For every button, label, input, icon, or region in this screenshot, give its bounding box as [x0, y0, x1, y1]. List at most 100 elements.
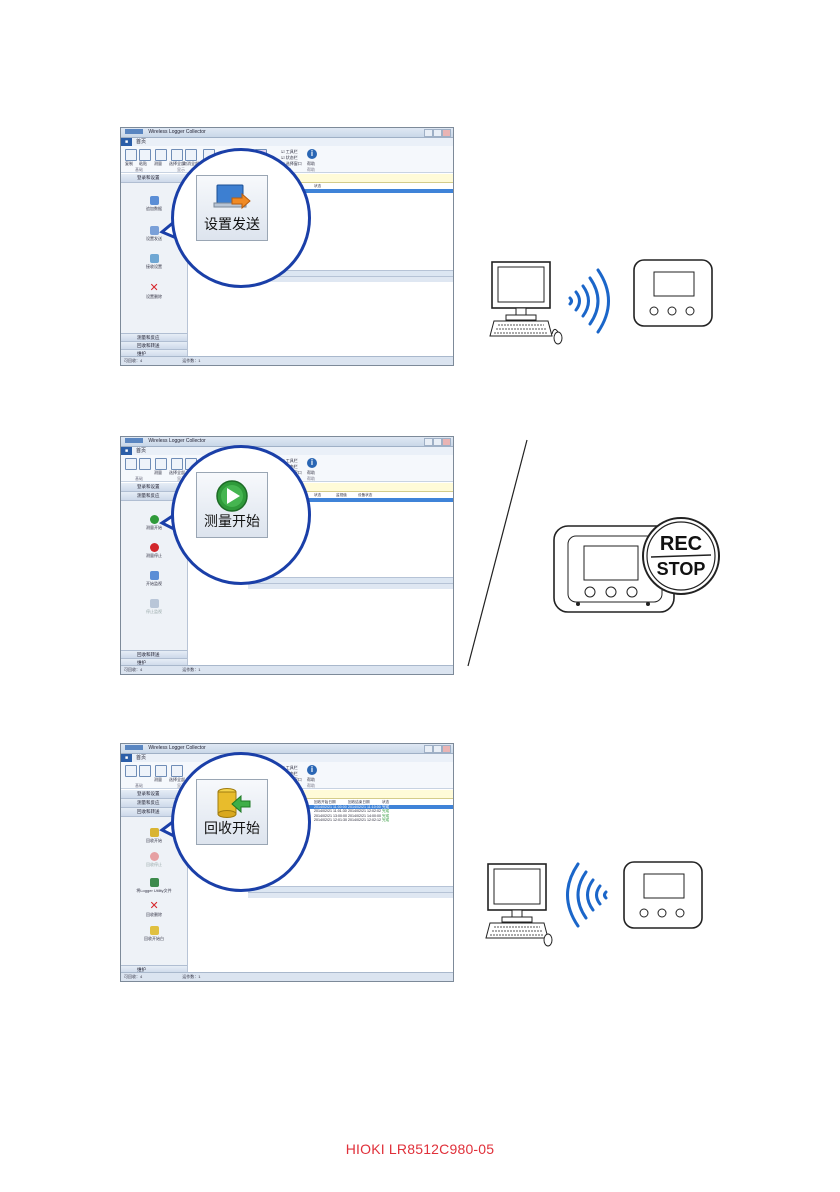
ribbon-group-help: 帮助	[307, 783, 315, 788]
ribbon-group-help: 帮助	[307, 476, 315, 481]
app-title: Wireless Logger Collector	[148, 129, 206, 135]
ribbon-label-measure: 测量	[154, 161, 162, 166]
divider-line	[467, 439, 528, 667]
ribbon-label-select-all: 选择全部	[169, 470, 185, 475]
sidebar-section-collect[interactable]: 回收和转送	[121, 650, 187, 658]
sidebar-section-measure[interactable]: 测量和反应	[121, 333, 187, 341]
ribbon-label-help: 帮助	[307, 470, 315, 475]
collect-start-button[interactable]: 回收开始	[196, 779, 268, 845]
zoom-callout: 回收开始	[171, 752, 311, 892]
sidebar-item-collect-stop[interactable]: 回收停止	[121, 852, 187, 868]
ribbon-label-deselect-all: 取消全部	[183, 161, 199, 166]
app-title: Wireless Logger Collector	[148, 745, 206, 751]
ribbon-label-select-all: 选择全部	[169, 777, 185, 782]
sidebar-item-collect-start-white[interactable]: 回收开始白	[121, 926, 187, 942]
sidebar-item-collect-start[interactable]: 回收开始	[121, 828, 187, 844]
send-settings-button[interactable]: 设置发送	[196, 175, 268, 241]
sidebar-section-maintenance[interactable]: 维护	[121, 658, 187, 666]
maximize-button[interactable]	[433, 745, 442, 753]
ribbon-label-help: 帮助	[307, 777, 315, 782]
measure-icon[interactable]	[155, 765, 167, 777]
info-icon[interactable]: i	[307, 149, 317, 159]
quick-access-toolbar[interactable]	[125, 438, 143, 444]
sidebar-section-settings[interactable]: 登录和设置	[121, 174, 187, 183]
ribbon-group-basic: 基础	[135, 476, 143, 481]
database-arrow-icon	[217, 788, 251, 818]
select-all-icon[interactable]	[171, 458, 183, 470]
sidebar-item-start-monitor[interactable]: 开始监视	[121, 571, 187, 587]
tab-home[interactable]: 首页	[136, 448, 147, 454]
quick-access-toolbar[interactable]	[125, 745, 143, 751]
statusbar-checkbox[interactable]: ☑ 状态栏	[281, 155, 298, 160]
maximize-button[interactable]	[433, 438, 442, 446]
title-bar: Wireless Logger Collector	[121, 437, 453, 447]
paste-icon[interactable]	[139, 765, 151, 777]
sidebar-section-maintenance[interactable]: 维护	[121, 349, 187, 357]
delete-icon: ✕	[149, 282, 159, 294]
maximize-button[interactable]	[433, 129, 442, 137]
sidebar-item-measure-stop[interactable]: 测量停止	[121, 543, 187, 559]
play-icon	[216, 480, 248, 512]
select-all-icon[interactable]	[171, 149, 183, 161]
stop-label: STOP	[657, 559, 706, 579]
sidebar-section-collect[interactable]: 回收和转送	[121, 341, 187, 349]
info-icon[interactable]: i	[307, 458, 317, 468]
deselect-all-icon[interactable]	[185, 149, 197, 161]
toolbar-checkbox[interactable]: ☑ 工具栏	[281, 149, 298, 154]
close-button[interactable]	[442, 745, 451, 753]
ribbon-group-basic: 基础	[135, 783, 143, 788]
stop-icon	[149, 543, 159, 552]
splitter[interactable]	[248, 577, 453, 584]
select-all-icon[interactable]	[171, 765, 183, 777]
sidebar-item-send-settings[interactable]: 设置发送	[121, 226, 187, 242]
document-code: HIOKI LR8512C980-05	[345, 1141, 495, 1157]
monitor-stop-icon	[149, 599, 159, 608]
file-menu[interactable]: ■	[121, 754, 133, 762]
menu-tabs: ■首页	[121, 754, 453, 762]
copy-icon[interactable]	[125, 765, 137, 777]
sidebar-section-collect[interactable]: 回收和转送	[121, 808, 187, 817]
sidebar-item-stop-monitor[interactable]: 停止监视	[121, 599, 187, 615]
quick-access-toolbar[interactable]	[125, 129, 143, 135]
sidebar-section-maintenance[interactable]: 维护	[121, 965, 187, 973]
measure-icon[interactable]	[155, 458, 167, 470]
logger-rec-stop-illustration: REC STOP	[553, 517, 720, 613]
copy-icon[interactable]	[125, 458, 137, 470]
close-button[interactable]	[442, 438, 451, 446]
tab-home[interactable]: 首页	[136, 755, 147, 761]
file-menu[interactable]: ■	[121, 138, 133, 146]
info-icon[interactable]: i	[307, 765, 317, 775]
collect-start-label: 回收开始	[204, 821, 260, 837]
sidebar-section-settings[interactable]: 登录和设置	[121, 790, 187, 799]
splitter[interactable]	[248, 270, 453, 277]
minimize-button[interactable]	[424, 745, 433, 753]
title-bar: Wireless Logger Collector	[121, 128, 453, 138]
paste-icon[interactable]	[139, 458, 151, 470]
sidebar-item-collect-delete[interactable]: ✕回收删除	[146, 900, 162, 918]
copy-icon[interactable]	[125, 149, 137, 161]
minimize-button[interactable]	[424, 438, 433, 446]
send-settings-label: 设置发送	[204, 217, 260, 233]
minimize-button[interactable]	[424, 129, 433, 137]
paste-icon[interactable]	[139, 149, 151, 161]
sidebar-item-logger-utility[interactable]: 将Logger Utility文件	[121, 878, 187, 894]
measure-icon[interactable]	[155, 149, 167, 161]
main-area: 登录机 序号识别名称数据数回收开始日期回收结束日期状态 200002102000…	[188, 790, 453, 973]
monitor-icon	[149, 571, 159, 580]
sidebar-section-measure[interactable]: 测量和反应	[121, 492, 187, 501]
sidebar-section-measure[interactable]: 测量和反应	[121, 799, 187, 808]
measure-start-button[interactable]: 测量开始	[196, 472, 268, 538]
zoom-callout: 测量开始	[171, 445, 311, 585]
sidebar-item-delete-settings[interactable]: ✕设置删除	[146, 282, 162, 300]
sidebar-section-settings[interactable]: 登录和设置	[121, 483, 187, 492]
ribbon-group-help: 帮助	[307, 167, 315, 172]
sidebar-item-add-data[interactable]: 追加数据	[121, 196, 187, 212]
sidebar-item-measure-start[interactable]: 测量开始	[121, 515, 187, 531]
sidebar-item-receive-settings[interactable]: 接收设置	[121, 254, 187, 270]
file-menu[interactable]: ■	[121, 447, 133, 455]
wireless-waves-icon	[566, 862, 608, 928]
ribbon-label-select-all: 选择全部	[169, 161, 185, 166]
splitter[interactable]	[248, 886, 453, 893]
close-button[interactable]	[442, 129, 451, 137]
tab-home[interactable]: 首页	[136, 139, 147, 145]
